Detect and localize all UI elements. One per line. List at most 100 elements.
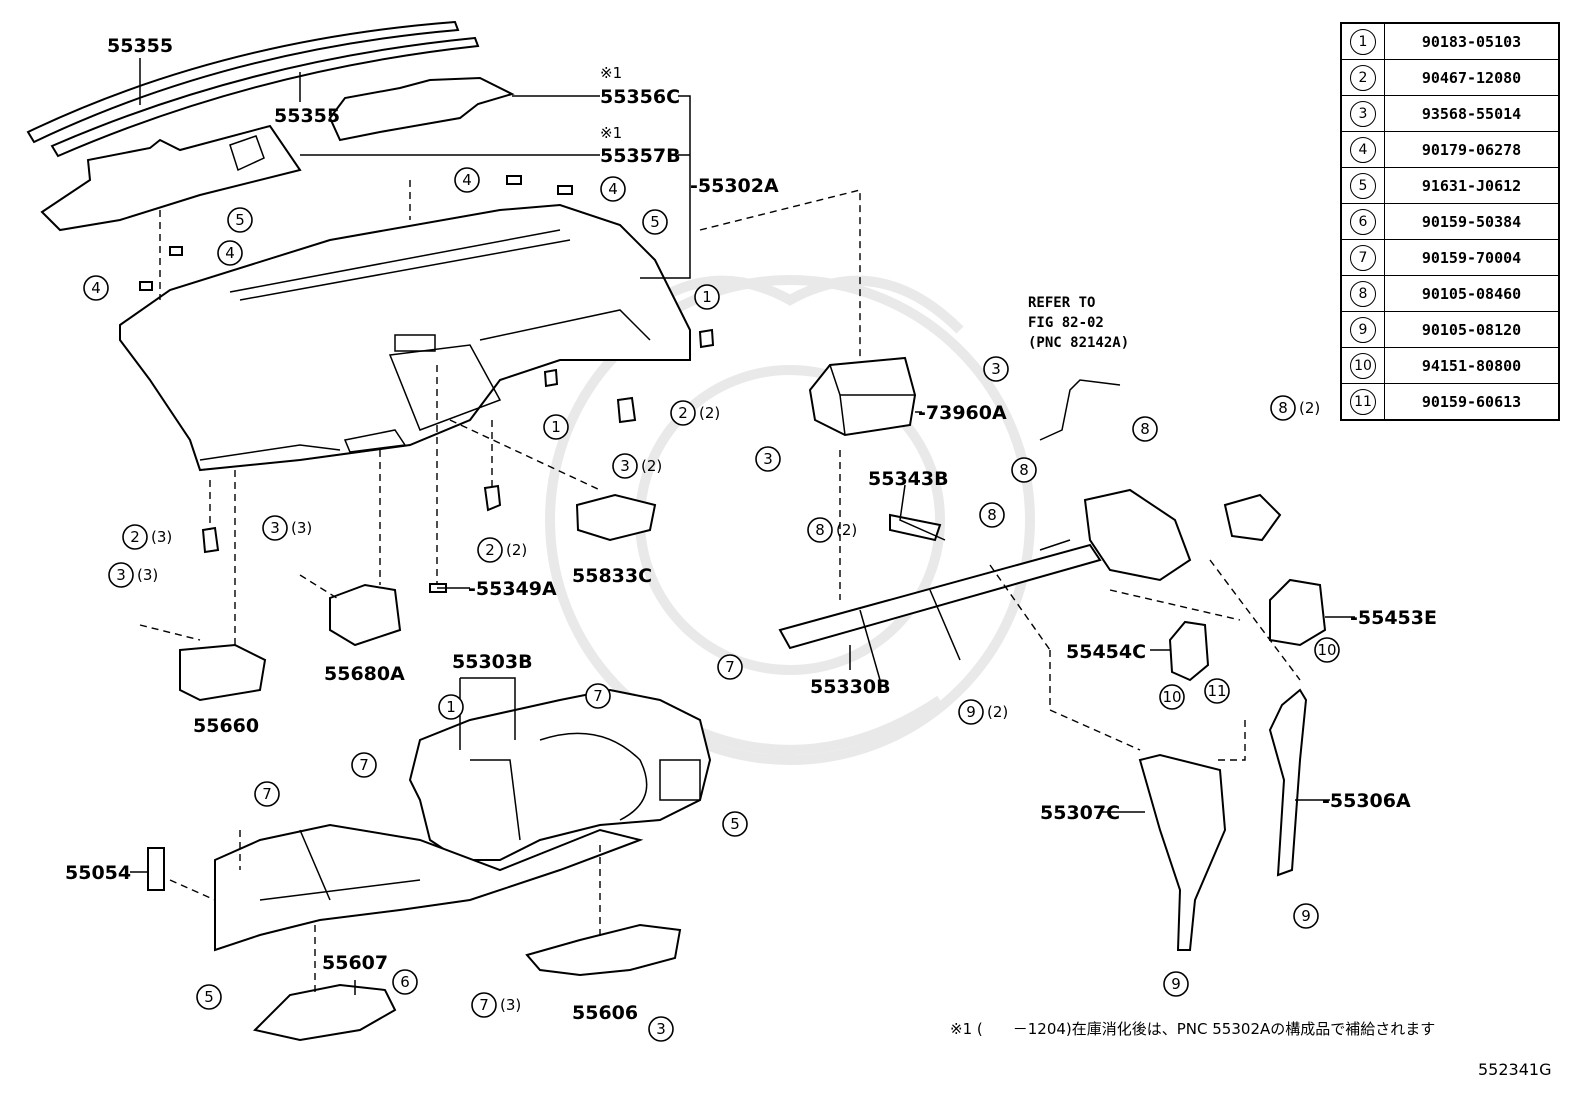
callout-circle	[694, 284, 720, 310]
callout-number: 7	[262, 785, 272, 803]
legend-part-number: 90159-70004	[1384, 239, 1560, 276]
callout-number: 9	[966, 703, 976, 721]
callout-10: 10	[1314, 637, 1340, 663]
callout-4: 4	[600, 176, 626, 202]
callout-1: 1	[694, 284, 720, 310]
callout-3: 3	[648, 1016, 674, 1042]
callout-3: 3(2)	[612, 453, 662, 479]
pnc-55307c: 55307C	[1040, 802, 1120, 824]
callout-3: 3(3)	[262, 515, 312, 541]
pnc-55357b: 55357B	[600, 145, 681, 167]
callout-8: 8	[1011, 457, 1037, 483]
callout-circle	[217, 240, 243, 266]
pnc-55303b: 55303B	[452, 651, 533, 673]
steering-support-beam	[778, 488, 1282, 681]
callout-2: 2(3)	[122, 524, 172, 550]
callout-number: 10	[1162, 688, 1181, 706]
callout-7: 7	[717, 654, 743, 680]
vents-and-clips	[139, 175, 715, 891]
pnc-55355-lower: 55355	[274, 105, 340, 127]
callout-circle	[1314, 637, 1340, 663]
callout-number: 4	[225, 244, 235, 262]
callout-circle	[1132, 416, 1158, 442]
callout-4: 4	[454, 167, 480, 193]
callout-circle	[717, 654, 743, 680]
legend-part-number: 90183-05103	[1384, 22, 1560, 60]
refer-wire	[1039, 379, 1121, 441]
callout-circle	[83, 275, 109, 301]
callout-3: 3 (3)	[108, 562, 158, 588]
callout-number: 11	[1207, 682, 1226, 700]
brace-55307c	[1138, 753, 1227, 951]
legend-part-number: 90105-08460	[1384, 275, 1560, 312]
legend-row: 6 90159-50384	[1340, 203, 1560, 240]
callout-number: 1	[702, 288, 712, 306]
legend-part-number: 90105-08120	[1384, 311, 1560, 348]
callout-8: 8	[1132, 416, 1158, 442]
refer-note: REFER TO FIG 82-02 (PNC 82142A)	[1028, 293, 1129, 353]
callout-6: 6	[392, 969, 418, 995]
callout-3: 3	[983, 356, 1009, 382]
pnc-55454c: 55454C	[1066, 641, 1146, 663]
callout-number: 3	[116, 566, 126, 584]
under-covers	[253, 923, 682, 1042]
callout-number: 3	[656, 1020, 666, 1038]
callout-quantity: (3)	[137, 566, 158, 584]
callout-quantity: (2)	[836, 521, 857, 539]
legend-part-number: 90467-12080	[1384, 59, 1560, 96]
callout-quantity: (3)	[151, 528, 172, 546]
legend-key: 8	[1350, 280, 1376, 307]
pnc-55343b: 55343B	[868, 468, 949, 490]
callout-number: 7	[479, 996, 489, 1014]
callout-number: 7	[593, 687, 603, 705]
callout-circle	[454, 167, 480, 193]
callout-circle	[670, 400, 696, 426]
callout-9: 9	[1293, 903, 1319, 929]
callout-2: 2(2)	[670, 400, 720, 426]
callout-quantity: (3)	[291, 519, 312, 537]
callout-circle	[392, 969, 418, 995]
legend-key-cell: 1	[1340, 22, 1385, 60]
pnc-55833c: 55833C	[572, 565, 652, 587]
callout-circle	[600, 176, 626, 202]
callout-7: 7	[585, 683, 611, 709]
legend-key: 6	[1350, 208, 1376, 235]
pnc-55453e: -55453E	[1350, 607, 1437, 629]
legend-part-number: 90159-50384	[1384, 203, 1560, 240]
callout-number: 10	[1317, 641, 1336, 659]
callout-number: 3	[991, 360, 1001, 378]
pnc-55606: 55606	[572, 1002, 638, 1024]
legend-key-cell: 10	[1340, 347, 1385, 384]
callout-number: 5	[730, 815, 740, 833]
pnc-55306a: -55306A	[1322, 790, 1411, 812]
callout-circle	[1011, 457, 1037, 483]
callout-circle	[642, 209, 668, 235]
callout-circle	[196, 984, 222, 1010]
pnc-labels: 55355 55355 ※1 55356C ※1 55357B -55302A …	[65, 35, 1437, 1024]
defroster-strips	[26, 20, 480, 158]
pnc-55660: 55660	[193, 715, 259, 737]
callout-number: 9	[1171, 975, 1181, 993]
guide-lines	[139, 180, 1301, 995]
legend-key: 3	[1350, 100, 1376, 127]
callout-circle	[1159, 684, 1185, 710]
callout-3: 3	[755, 446, 781, 472]
callout-circle	[807, 517, 833, 543]
legend-part-number: 93568-55014	[1384, 95, 1560, 132]
callout-number: 5	[235, 211, 245, 229]
legend-key: 10	[1350, 352, 1376, 379]
callout-number: 8	[1278, 399, 1288, 417]
callout-number: 3	[763, 450, 773, 468]
legend-key-cell: 9	[1340, 311, 1385, 348]
legend-key: 11	[1350, 388, 1376, 415]
legend-key: 4	[1350, 136, 1376, 163]
callout-number: 9	[1301, 907, 1311, 925]
callout-11: 11	[1204, 678, 1230, 704]
callout-circle	[585, 683, 611, 709]
callout-circle	[477, 537, 503, 563]
